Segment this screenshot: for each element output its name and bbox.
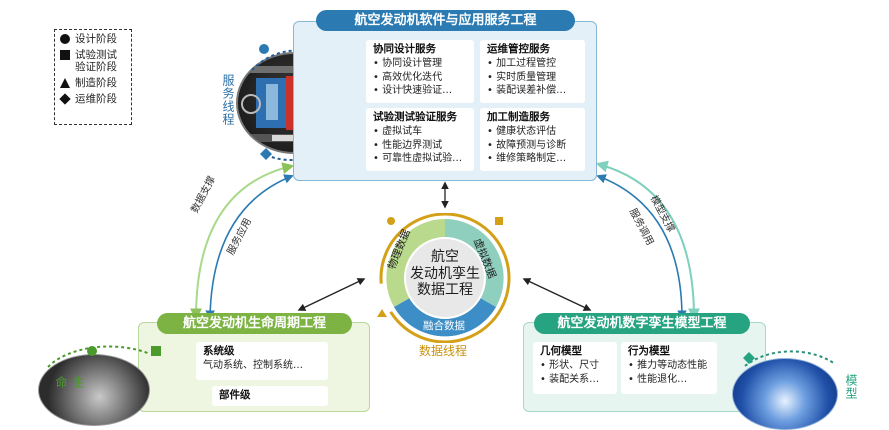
card-title: 几何模型	[540, 345, 582, 357]
phase-legend: 设计阶段 试验测试验证阶段 制造阶段 运维阶段	[54, 29, 132, 125]
lifecycle-title: 航空发动机生命周期工程	[157, 313, 352, 334]
card-item: • 高效优化迭代	[373, 71, 443, 83]
system-level-card: 系统级 气动系统、控制系统…	[196, 342, 328, 380]
fused-data-label: 融合数据	[423, 320, 465, 332]
circle-marker-icon	[60, 34, 70, 44]
center-left-connector	[297, 278, 366, 311]
card-item: • 实时质量管理	[487, 71, 557, 83]
hub-gold-dot	[387, 217, 395, 225]
card-title: 行为模型	[628, 345, 670, 357]
service-thread-label: 服务线程	[221, 74, 235, 126]
diamond-marker-icon	[59, 93, 71, 105]
legend-label: 试验测试验证阶段	[75, 49, 117, 73]
twin-data-engineering-title: 航空 发动机孪生 数据工程	[398, 249, 492, 299]
manufacture-card: 加工制造服务 • 健康状态评估 • 故障预测与诊断 • 维修策略制定…	[480, 108, 585, 171]
card-item: • 维修策略制定…	[487, 153, 567, 164]
right-inner-arc	[596, 174, 687, 320]
legend-item-test: 试验测试验证阶段	[59, 49, 127, 73]
lifecycle-test-dot	[151, 346, 161, 356]
connector-layer	[190, 160, 700, 321]
lifecycle-design-dot	[87, 346, 97, 356]
card-item: • 健康状态评估	[487, 126, 557, 137]
component-level-card: 部件级	[212, 386, 328, 406]
card-item: • 推力等动态性能	[628, 360, 708, 371]
card-item: • 形状、尺寸	[540, 360, 600, 371]
legend-item-manufacture: 制造阶段	[59, 77, 127, 89]
design-phase-dot	[259, 44, 269, 54]
legend-label: 运维阶段	[75, 93, 117, 105]
collab-design-card: 协同设计服务 • 协同设计管理 • 高效优化迭代 • 设计快速验证…	[366, 40, 474, 103]
twin-model-title: 航空发动机数字孪生模型工程	[534, 313, 750, 334]
operation-phase-dot	[260, 148, 272, 160]
square-marker-icon	[60, 50, 70, 60]
card-item: • 加工过程管控	[487, 58, 557, 69]
legend-label: 制造阶段	[75, 77, 117, 89]
model-operation-dot	[743, 352, 755, 364]
card-item: 气动系统、控制系统…	[203, 360, 303, 371]
test-verify-card: 试验测试验证服务 • 虚拟试车 • 性能边界测试 • 可靠性虚拟试验…	[366, 108, 474, 171]
card-title: 系统级	[203, 345, 235, 357]
hub-gold-triangle	[377, 309, 387, 317]
card-item: • 可靠性虚拟试验…	[373, 153, 463, 164]
legend-item-design: 设计阶段	[59, 33, 127, 45]
card-item: • 设计快速验证…	[373, 85, 453, 96]
core-line: 发动机孪生	[410, 265, 480, 282]
core-line: 航空	[431, 249, 459, 265]
twin-data-hub	[377, 213, 511, 343]
lifecycle-thread-label: 生命	[54, 376, 85, 389]
card-title: 部件级	[219, 389, 251, 401]
ops-control-card: 运维管控服务 • 加工过程管控 • 实时质量管理 • 装配误差补偿…	[480, 40, 585, 103]
software-service-title: 航空发动机软件与应用服务工程	[316, 10, 575, 31]
card-item: • 装配误差补偿…	[487, 85, 567, 96]
behavior-model-card: 行为模型 • 推力等动态性能 • 性能退化…	[621, 342, 717, 394]
model-phase-markers	[743, 350, 836, 367]
card-item: • 性能退化…	[628, 373, 688, 385]
model-thread-label: 模型	[844, 374, 858, 400]
geometry-model-card: 几何模型 • 形状、尺寸 • 装配关系…	[533, 342, 617, 394]
card-title: 运维管控服务	[487, 43, 550, 55]
card-title: 加工制造服务	[487, 111, 550, 123]
legend-label: 设计阶段	[75, 33, 117, 45]
card-title: 协同设计服务	[373, 43, 436, 55]
left-inner-arc	[205, 174, 294, 320]
legend-item-operation: 运维阶段	[59, 93, 127, 105]
center-right-connector	[522, 278, 592, 311]
card-item: • 性能边界测试	[373, 139, 443, 151]
card-item: • 故障预测与诊断	[487, 139, 567, 151]
hub-gold-square	[495, 217, 503, 225]
core-line: 数据工程	[417, 282, 473, 298]
card-item: • 虚拟试车	[373, 126, 423, 137]
card-item: • 装配关系…	[540, 373, 600, 385]
card-title: 试验测试验证服务	[373, 111, 457, 123]
lifecycle-phase-markers	[47, 345, 161, 368]
card-item: • 协同设计管理	[373, 58, 443, 69]
triangle-marker-icon	[60, 78, 70, 88]
data-thread-label: 数据线程	[419, 344, 468, 358]
